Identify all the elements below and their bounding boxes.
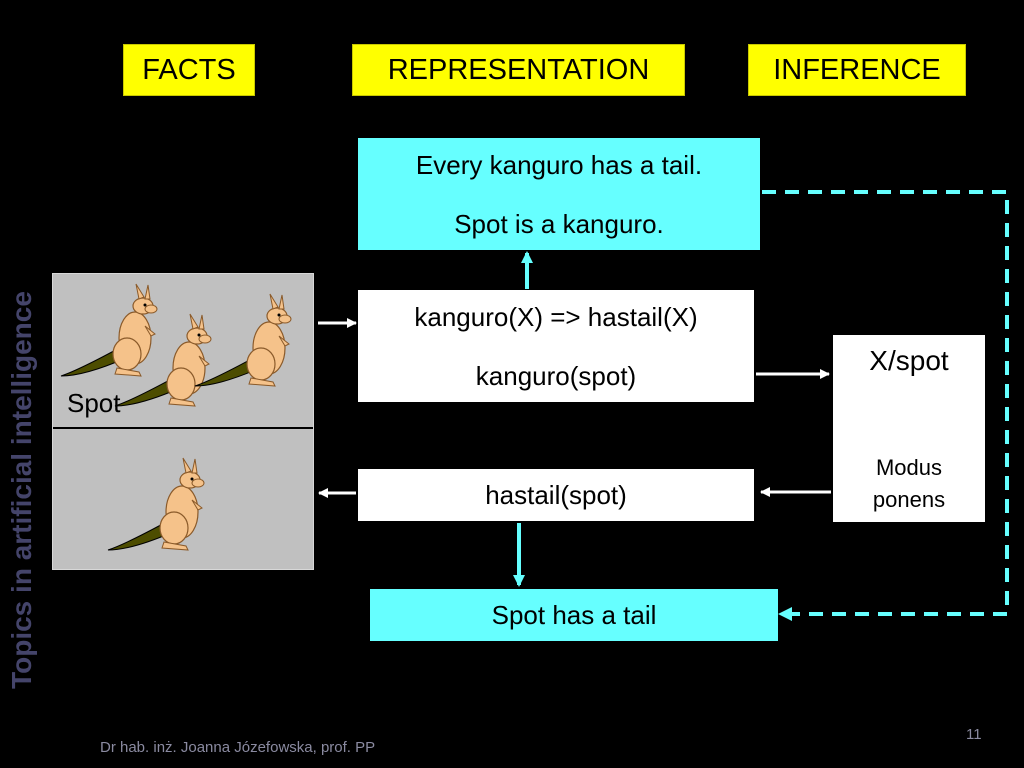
- inference-rule-text: Modus ponens: [833, 452, 985, 516]
- logic-line1: kanguro(X) => hastail(X): [414, 302, 698, 332]
- natural-language-line1: Every kanguro has a tail.: [415, 150, 703, 180]
- footer-author: Dr hab. inż. Joanna Józefowska, prof. PP: [100, 739, 376, 756]
- derived-fact-box: hastail(spot): [358, 469, 754, 521]
- inference-rule-line2: ponens: [872, 487, 946, 512]
- inference-box: X/spot Modus ponens: [833, 335, 985, 522]
- dashed-entailment-path: [762, 190, 1009, 616]
- dashed-arrow-head: [778, 607, 792, 621]
- conclusion-box: Spot has a tail: [370, 589, 778, 641]
- page-number: 11: [966, 726, 982, 743]
- spot-label: Spot: [67, 388, 121, 418]
- facts-panel: Spot: [52, 273, 314, 570]
- header-facts: FACTS: [123, 44, 255, 96]
- facts-divider: [53, 427, 313, 429]
- natural-language-box: Every kanguro has a tail. Spot is a kang…: [358, 138, 760, 250]
- logic-line2: kanguro(spot): [475, 361, 637, 391]
- header-inference: INFERENCE: [748, 44, 966, 96]
- substitution-text: X/spot: [869, 345, 949, 376]
- inference-rule-line1: Modus: [875, 455, 943, 480]
- natural-language-line2: Spot is a kanguro.: [454, 209, 664, 239]
- header-representation: REPRESENTATION: [352, 44, 685, 96]
- logic-box: kanguro(X) => hastail(X) kanguro(spot): [358, 290, 754, 402]
